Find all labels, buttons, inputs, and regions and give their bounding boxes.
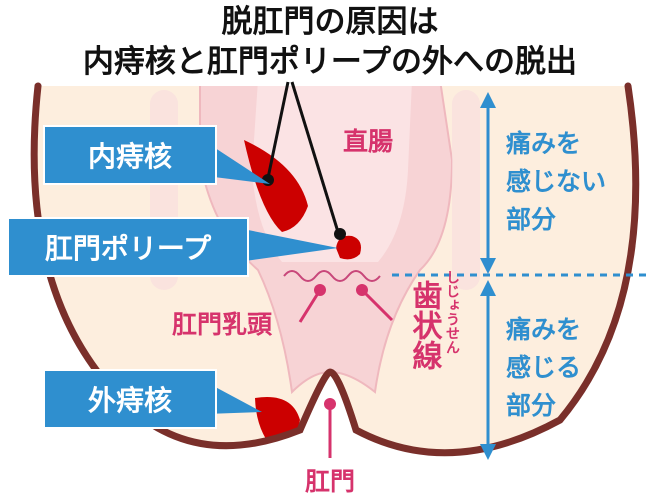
title-line-1: 脱肛門の原因は — [222, 4, 439, 40]
svg-text:内痔核: 内痔核 — [88, 140, 172, 173]
rectum-label: 直腸 — [343, 127, 393, 156]
lower-pain-line-1: 痛みを — [506, 315, 581, 344]
anal-papilla-label: 肛門乳頭 — [172, 310, 273, 339]
dentate-line-label: 歯状線 — [407, 280, 443, 370]
title-line-2: 内痔核と肛門ポリープの外への脱出 — [83, 44, 577, 80]
lower-pain-line-3: 部分 — [506, 391, 556, 420]
lower-pain-line-2: 感じる — [506, 353, 581, 382]
svg-text:肛門ポリープ: 肛門ポリープ — [45, 232, 212, 265]
anus-dot — [324, 398, 336, 410]
anal-polyp-dot — [334, 228, 346, 240]
upper-pain-line-3: 部分 — [506, 205, 556, 234]
svg-text:外痔核: 外痔核 — [88, 384, 172, 417]
upper-pain-line-1: 痛みを — [506, 129, 581, 158]
upper-pain-line-2: 感じない — [506, 167, 606, 196]
dentate-line-reading: しじょうせん — [444, 270, 460, 354]
papilla-dot-left — [314, 284, 326, 296]
papilla-dot-right — [356, 284, 368, 296]
anus-label: 肛門 — [305, 467, 355, 496]
